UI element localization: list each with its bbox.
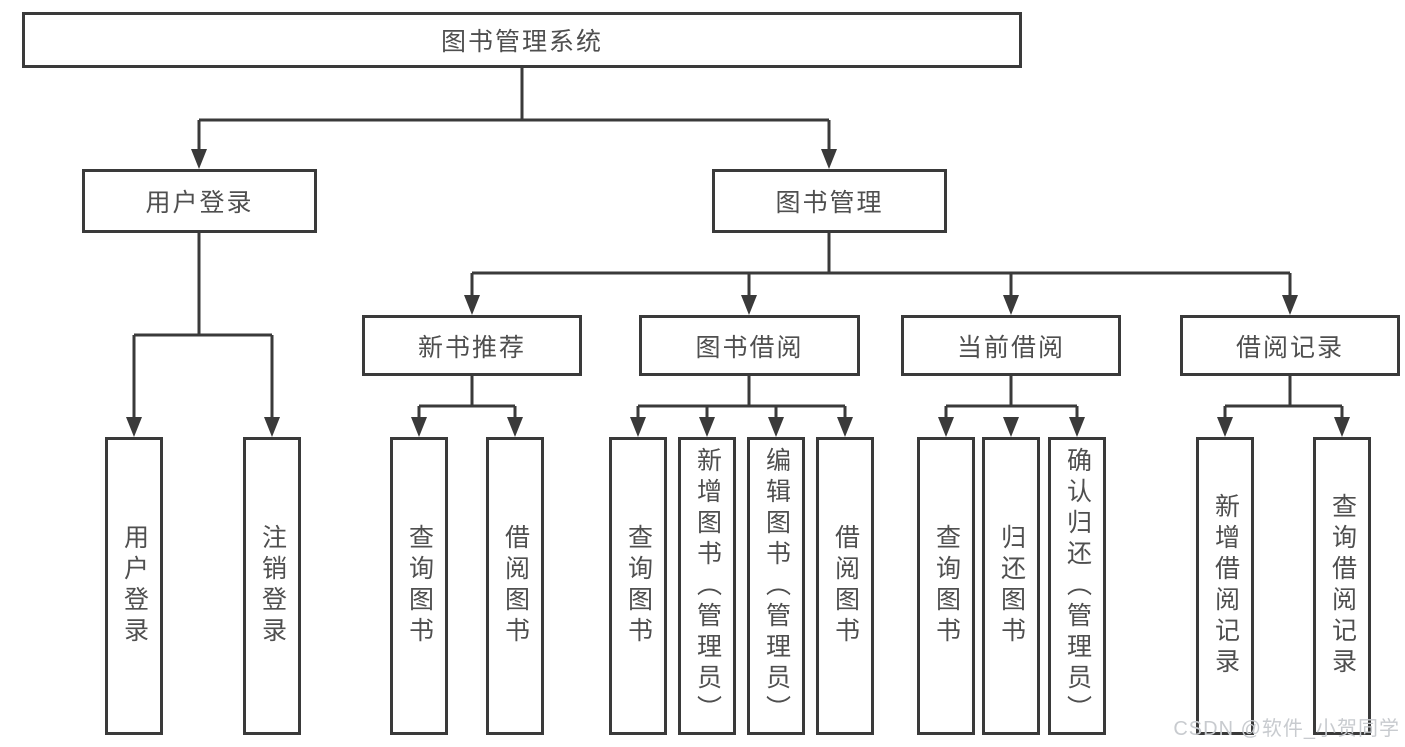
- node-label: 图书管理: [775, 189, 884, 217]
- node-label: 查询图书: [405, 524, 434, 648]
- leaf-borrow-add-books-admin: 新增图书（管理员）: [678, 437, 736, 735]
- leaf-records-query-record: 查询借阅记录: [1313, 437, 1371, 735]
- node-book-management: 图书管理: [712, 169, 947, 233]
- watermark: CSDN @软件_小贺同学: [1173, 718, 1400, 740]
- node-label: 当前借阅: [956, 333, 1065, 362]
- leaf-borrow-query-books: 查询图书: [609, 437, 667, 735]
- leaf-current-query-books: 查询图书: [917, 437, 975, 735]
- node-label: 查询图书: [624, 524, 653, 648]
- node-label: 编辑图书（管理员）: [762, 446, 791, 726]
- node-label: 新增借阅记录: [1211, 493, 1240, 679]
- node-label: 用户登录: [120, 524, 149, 648]
- leaf-borrow-borrow-books: 借阅图书: [816, 437, 874, 735]
- leaf-recommend-query-books: 查询图书: [390, 437, 448, 735]
- leaf-recommend-borrow-books: 借阅图书: [486, 437, 544, 735]
- node-label: 用户登录: [145, 189, 254, 217]
- node-current-borrow: 当前借阅: [901, 315, 1121, 376]
- node-book-borrow: 图书借阅: [639, 315, 860, 376]
- node-root: 图书管理系统: [22, 12, 1022, 68]
- node-label: 借阅图书: [501, 524, 530, 648]
- node-label: 新书推荐: [417, 333, 526, 362]
- leaf-user-login: 用户登录: [105, 437, 163, 735]
- leaf-logout-login: 注销登录: [243, 437, 301, 735]
- node-borrow-records: 借阅记录: [1180, 315, 1400, 376]
- node-label: 新增图书（管理员）: [693, 446, 722, 726]
- node-label: 归还图书: [997, 524, 1026, 648]
- leaf-records-add-record: 新增借阅记录: [1196, 437, 1254, 735]
- node-label: 图书借阅: [695, 333, 804, 362]
- node-label: 图书管理系统: [440, 28, 603, 56]
- node-label: 注销登录: [258, 524, 287, 648]
- leaf-current-return-books: 归还图书: [982, 437, 1040, 735]
- node-label: 借阅图书: [831, 524, 860, 648]
- leaf-borrow-edit-books-admin: 编辑图书（管理员）: [747, 437, 805, 735]
- leaf-current-confirm-return-admin: 确认归还（管理员）: [1048, 437, 1106, 735]
- connector-stems: [132, 68, 1344, 419]
- node-label: 确认归还（管理员）: [1063, 446, 1092, 726]
- node-label: 查询图书: [932, 524, 961, 648]
- node-label: 借阅记录: [1235, 333, 1344, 362]
- node-new-book-recommend: 新书推荐: [362, 315, 582, 376]
- node-user-login: 用户登录: [82, 169, 317, 233]
- node-label: 查询借阅记录: [1328, 493, 1357, 679]
